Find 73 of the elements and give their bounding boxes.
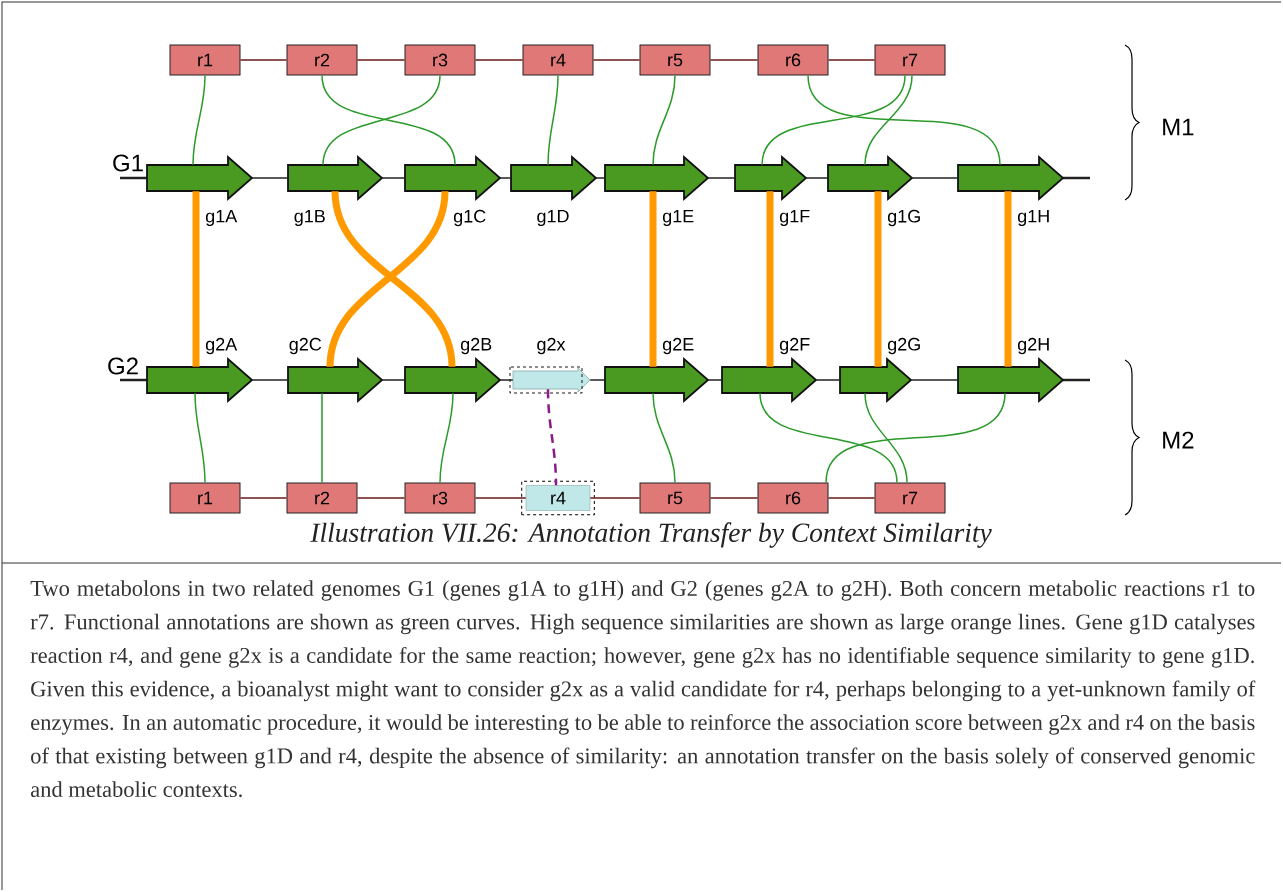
gene-label: g2x	[537, 337, 566, 355]
reaction-link	[589, 497, 641, 499]
reaction-box: r1	[169, 44, 241, 76]
annotation-curve	[652, 392, 676, 484]
reaction-box: r5	[639, 482, 711, 514]
gene-label: g1C	[453, 209, 486, 227]
reaction-link	[709, 497, 759, 499]
caption: Illustration VII.26: Annotation Transfer by Context Similarity	[310, 522, 992, 548]
gene-label: g1G	[887, 209, 920, 227]
annotation-curve	[761, 74, 906, 166]
reaction-link	[474, 497, 527, 499]
gene-label: g2F	[779, 337, 810, 355]
genome-line	[251, 379, 289, 381]
annotation-curve	[825, 392, 1006, 484]
reaction-link	[592, 59, 641, 61]
reaction-box: r3	[404, 44, 476, 76]
reaction-link	[709, 59, 759, 61]
reaction-link	[239, 59, 288, 61]
gene-label: g1D	[537, 209, 569, 227]
annotation-curve	[652, 74, 676, 166]
annotation-curve	[192, 74, 206, 166]
gene-label: g1H	[1017, 209, 1049, 227]
reaction-link	[356, 497, 406, 499]
genome-line	[589, 379, 606, 381]
annotation-curve	[547, 74, 559, 166]
gene-label: g2G	[887, 337, 920, 355]
reaction-box: r2	[286, 44, 358, 76]
reaction-box: r3	[404, 482, 476, 514]
reaction-box: r5	[639, 44, 711, 76]
genome-line	[381, 177, 406, 179]
reaction-link	[474, 59, 524, 61]
reaction-link	[356, 59, 406, 61]
genome-line	[707, 379, 723, 381]
genome-line	[805, 177, 829, 179]
reaction-box: r2	[286, 482, 358, 514]
gene-label: g2E	[662, 337, 694, 355]
gene-label: g1F	[779, 209, 810, 227]
genome-line	[251, 177, 289, 179]
description-paragraph: Two metabolons in two related genomes G1 (genes g1A to g1H) and G2 (genes g2A to g2H). Both concern metabolic reactions r1 to r7. Functional annotations are shown as green curves. High sequence similarities are shown as large orange lines. Gene g1D catalyses reaction r4, and gene g2x is a candidate for the same reaction; however, gene g2x has no identifiable sequence similarity to gene g1D. Given this evidence, a bioanalyst might want to consider g2x as a valid candidate for r4, perhaps belonging to a yet-unknown family of enzymes. In an automatic procedure, it would be interesting to be able to reinforce the association score between g2x and r4 on the basis of that existing between g1D and r4, despite the absence of similarity: an annotation transfer on the basis solely of conserved genomic and metabolic contexts.	[30, 580, 1256, 798]
genome-line	[381, 379, 406, 381]
gene-label: g2C	[289, 337, 322, 355]
reaction-box: r4	[522, 44, 594, 76]
reaction-link	[827, 59, 876, 61]
gene-label: g1E	[662, 209, 694, 227]
reaction-box: r4	[521, 480, 595, 516]
reaction-box: r1	[169, 482, 241, 514]
annotation-curve	[807, 74, 1001, 166]
gene-label: g1B	[294, 209, 325, 227]
annotation-curve	[864, 74, 913, 166]
genome-line	[499, 177, 512, 179]
reaction-box: r7	[874, 482, 946, 514]
gene-label: g2H	[1017, 337, 1049, 355]
genome-line	[815, 379, 841, 381]
annotation-curve	[321, 392, 323, 484]
module-label: M1	[1163, 118, 1194, 136]
annotation-curve	[864, 392, 908, 484]
gene-label: g1A	[205, 209, 238, 227]
gene-label: g2A	[205, 337, 238, 355]
candidate-link	[546, 389, 558, 486]
gene-label: g2B	[460, 337, 492, 355]
annotation-curve	[439, 392, 454, 484]
genome-line	[910, 379, 959, 381]
reaction-box: r6	[757, 44, 829, 76]
annotation-curve	[759, 392, 898, 484]
genome-line	[595, 177, 606, 179]
genome-line	[707, 177, 736, 179]
module-label: M2	[1163, 431, 1194, 449]
genome-line	[911, 177, 959, 179]
reaction-link	[827, 497, 876, 499]
reaction-box: r7	[874, 44, 946, 76]
annotation-curve	[194, 392, 206, 484]
reaction-link	[239, 497, 288, 499]
reaction-box: r6	[757, 482, 829, 514]
